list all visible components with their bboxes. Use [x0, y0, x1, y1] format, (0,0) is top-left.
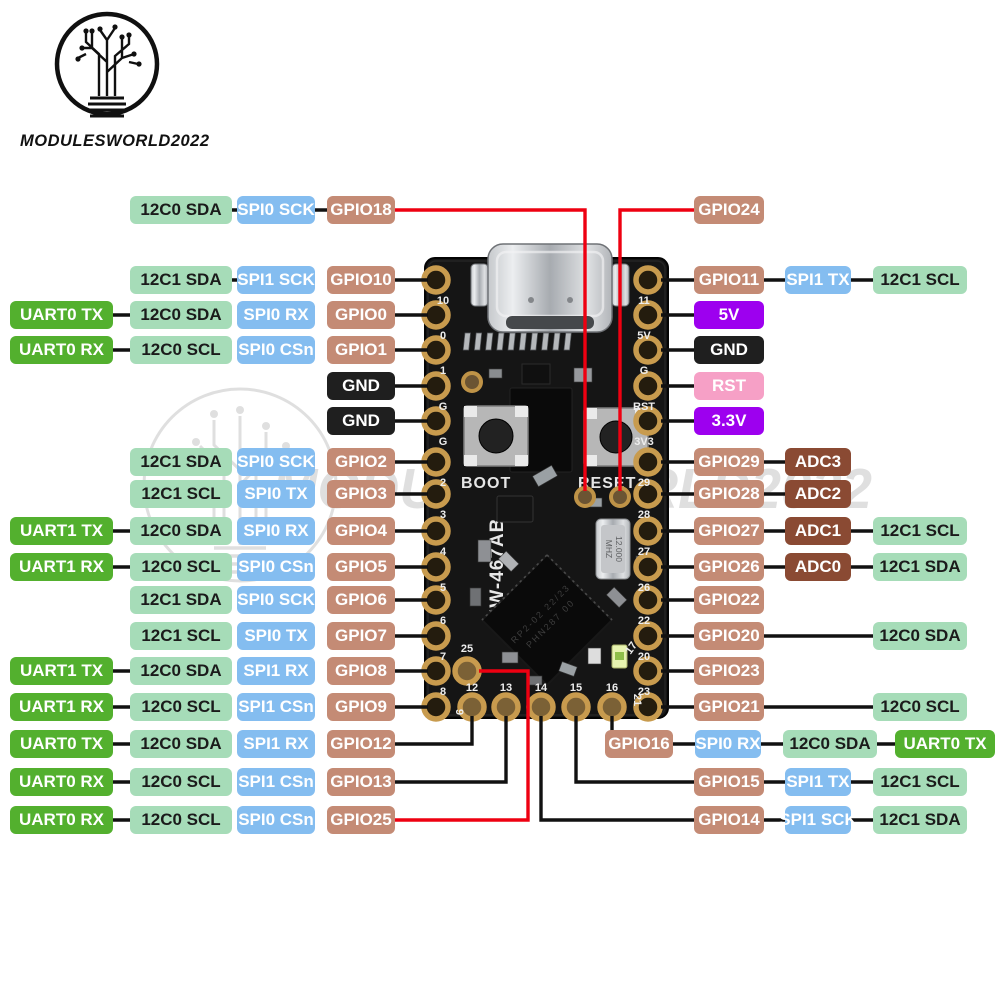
pin-number: 1 — [440, 365, 446, 377]
pin-hole — [633, 335, 663, 365]
wires — [113, 208, 895, 822]
pin-hole — [457, 692, 487, 722]
pin-hole — [633, 585, 663, 615]
pin-number: 13 — [500, 682, 512, 694]
pin-number: 22 — [638, 615, 650, 627]
pin-hole — [561, 692, 591, 722]
pin-number: RST — [633, 401, 655, 413]
usb-c-connector — [470, 243, 630, 333]
pin-connector-wires — [113, 208, 895, 822]
pin-number: 15 — [570, 682, 582, 694]
pin-hole — [633, 692, 663, 722]
pin-hole — [633, 265, 663, 295]
brand-name: MODULESWORLD2022 — [20, 132, 210, 150]
pin-number: 9 — [453, 709, 465, 715]
usb-solder-pin — [496, 332, 505, 351]
boot-silkscreen: BOOT — [461, 475, 511, 492]
pin-number: 23 — [638, 686, 650, 698]
pin-hole — [633, 516, 663, 546]
board-model-silkscreen: HW-467AB — [487, 518, 508, 623]
usb-solder-pin — [507, 332, 516, 351]
pin-number: 4 — [440, 546, 447, 558]
smd-passives — [469, 464, 649, 686]
pin-hole — [491, 692, 521, 722]
pin-hole — [597, 692, 627, 722]
crystal-unit: MHZ — [604, 540, 614, 558]
pin-hole — [633, 479, 663, 509]
pin-number: 12 — [466, 682, 478, 694]
crystal-oscillator: 12.000 MHZ — [595, 518, 631, 580]
usb-solder-pin — [474, 332, 483, 351]
pin-number: 17 — [623, 640, 640, 657]
pin-hole — [633, 447, 663, 477]
pin-number: 29 — [638, 477, 650, 489]
pin-hole — [633, 621, 663, 651]
pcb-board: BOOT RESET HW-467AB RP2-02 22/23 PHN287 … — [421, 243, 669, 722]
regulator-ic — [496, 495, 534, 523]
usb-solder-pin — [485, 332, 494, 351]
crystal-value: 12.000 — [614, 536, 624, 562]
pin-number: 3V3 — [634, 436, 654, 448]
boot-button — [463, 405, 529, 467]
pin-number: 21 — [631, 694, 643, 706]
pin-number: 5 — [440, 582, 446, 594]
pin-number: 14 — [535, 682, 548, 694]
pin-number: 2 — [440, 477, 446, 489]
pin-number: 3 — [440, 509, 446, 521]
pin-number: G — [439, 401, 448, 413]
usb-solder-pin — [563, 332, 572, 351]
usb-solder-pin — [462, 332, 471, 351]
usb-solder-pins — [462, 332, 572, 351]
pin-hole — [633, 371, 663, 401]
usb-solder-pin — [530, 332, 539, 351]
pin-number: 10 — [437, 295, 449, 307]
pin-number: 6 — [440, 615, 446, 627]
pin-number: 20 — [638, 651, 650, 663]
pin-number: 16 — [606, 682, 618, 694]
pin-hole — [633, 656, 663, 686]
pin-number: 28 — [638, 509, 650, 521]
pin-hole — [633, 552, 663, 582]
pin-number: 26 — [638, 582, 650, 594]
pin-number: G — [640, 365, 649, 377]
smd-ic-small — [521, 363, 551, 385]
pin-number: 5V — [637, 330, 651, 342]
pin-hole — [633, 406, 663, 436]
pin-number: 0 — [440, 330, 446, 342]
pin-number: 27 — [638, 546, 650, 558]
usb-solder-pin — [552, 332, 561, 351]
through-hole-pins — [421, 265, 663, 722]
pin-number: 7 — [440, 651, 446, 663]
pin-number: 8 — [440, 686, 446, 698]
reset-button — [583, 407, 649, 467]
smd-component — [573, 367, 593, 383]
usb-solder-pin — [518, 332, 527, 351]
pin-number: 25 — [461, 643, 473, 655]
led — [611, 644, 628, 669]
pin-number: 11 — [638, 295, 650, 307]
smd-component — [488, 368, 503, 379]
pin-number: G — [439, 436, 448, 448]
usb-solder-pin — [541, 332, 550, 351]
pin-hole — [452, 656, 482, 686]
pin-hole — [526, 692, 556, 722]
pin-hole — [633, 300, 663, 330]
brand-logo-icon — [42, 6, 172, 133]
gpio18-24-25-trace-wires — [395, 208, 694, 822]
gold-pad — [461, 371, 483, 393]
